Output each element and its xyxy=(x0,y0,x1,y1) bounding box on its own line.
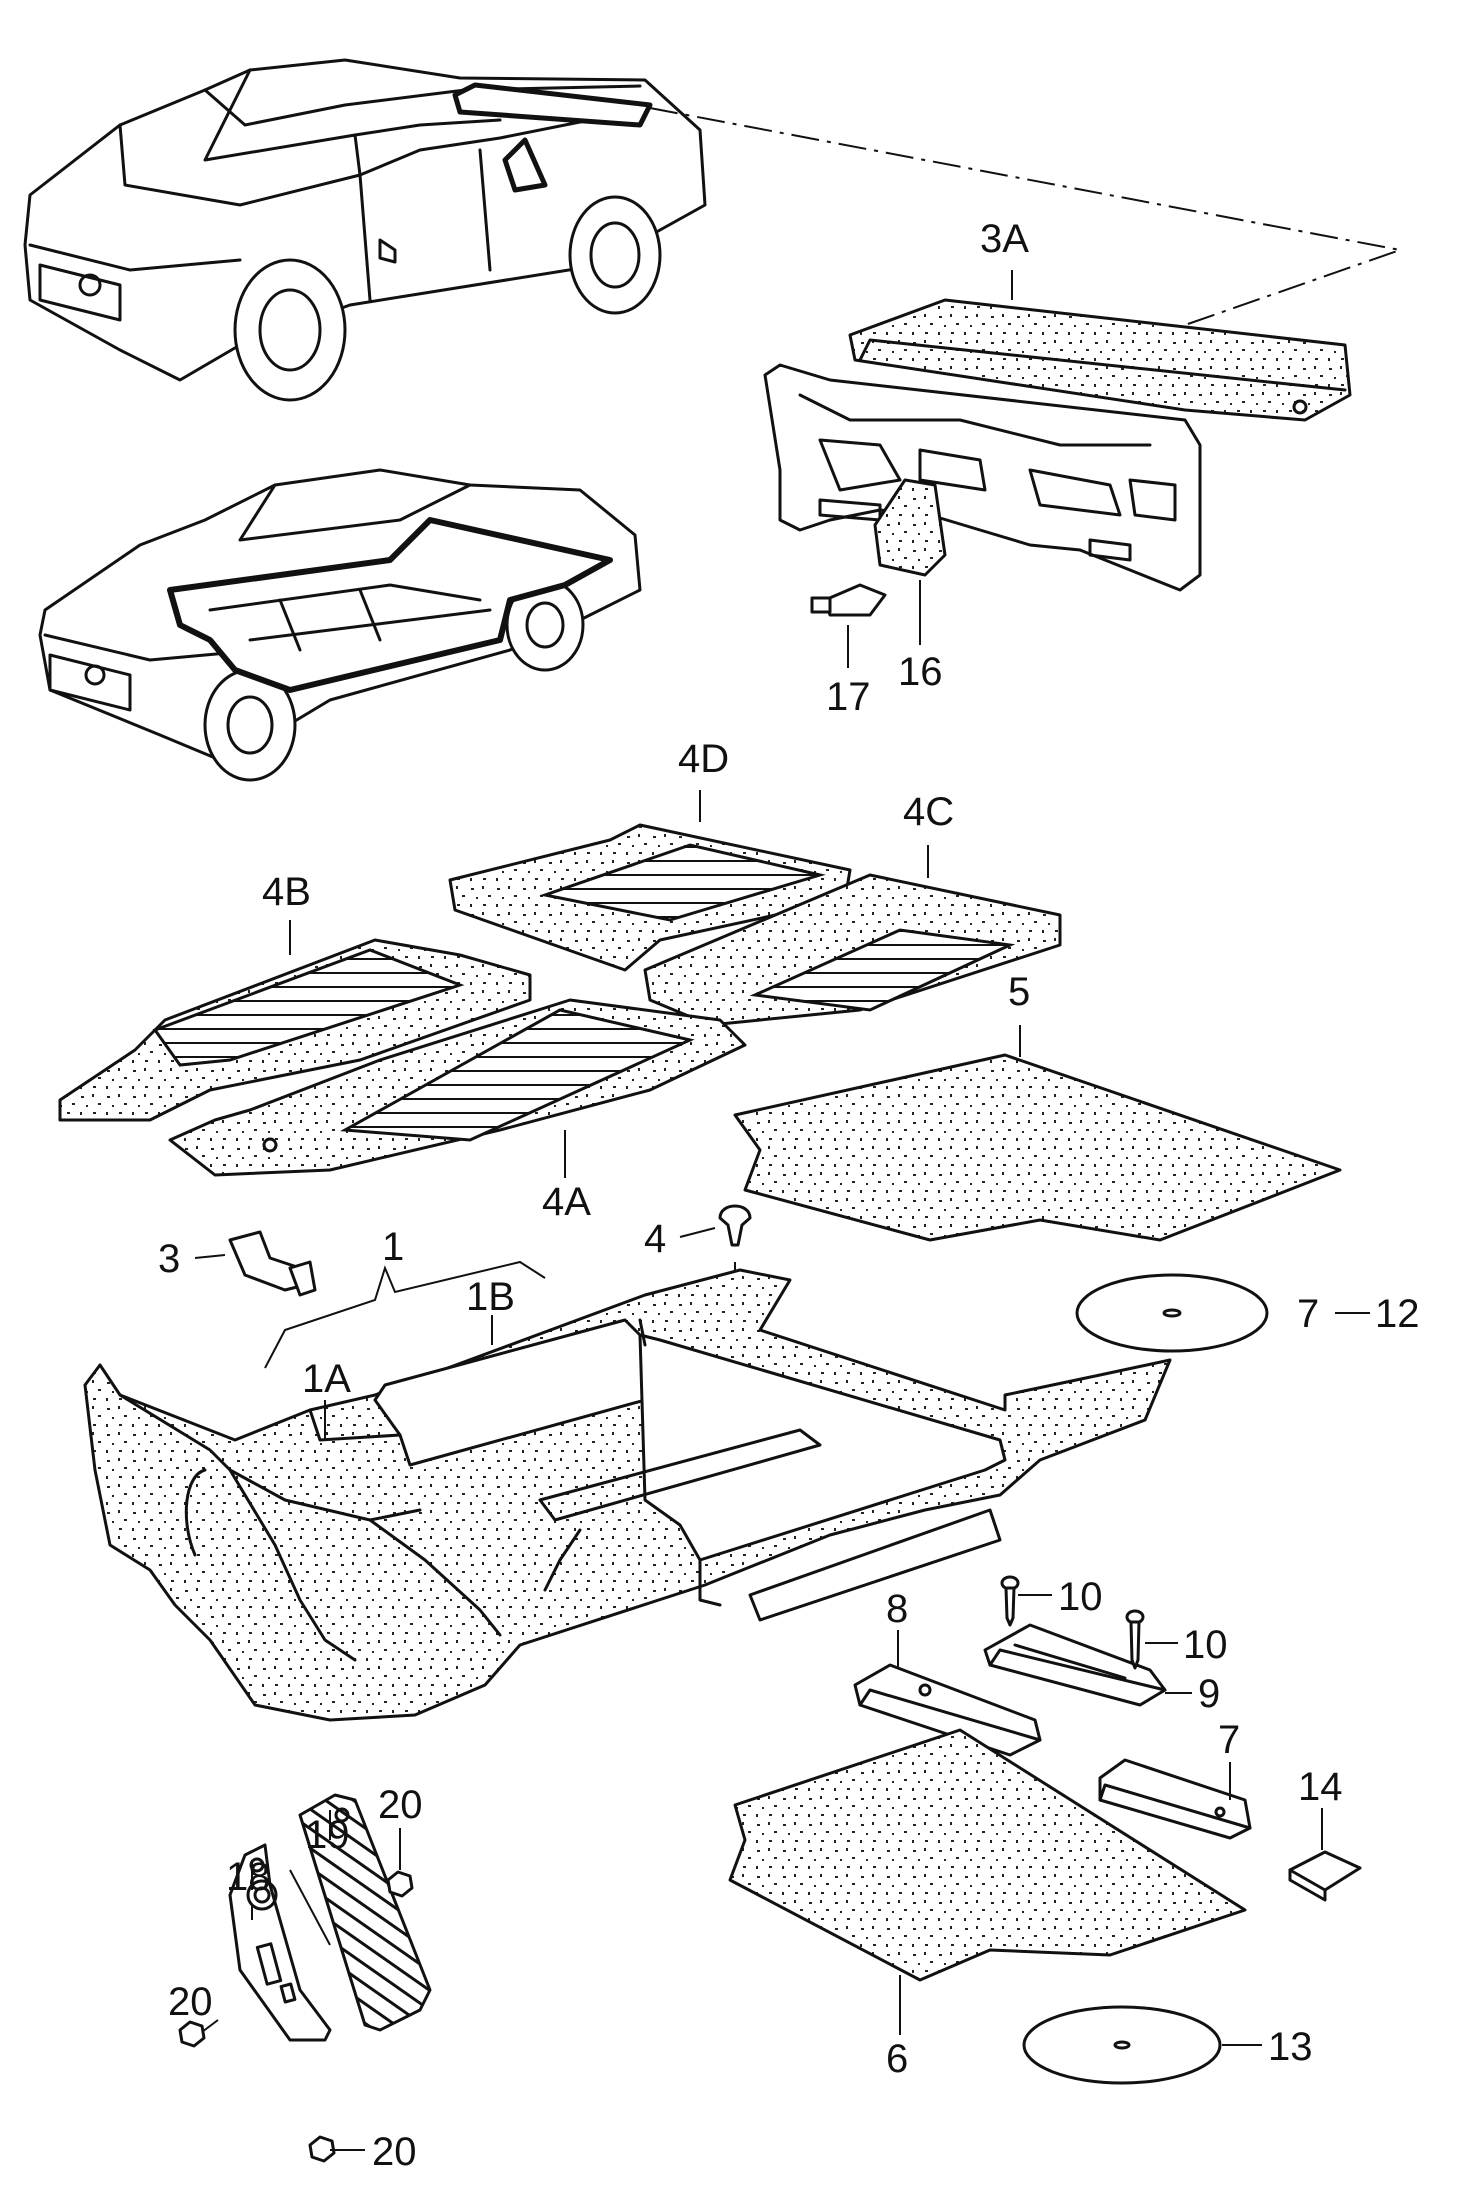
part-1-floor-carpet-main xyxy=(83,1268,1172,1722)
callout-19: 19 xyxy=(305,1813,350,1857)
callout-20-top: 20 xyxy=(378,1783,423,1827)
callout-20-bottom: 20 xyxy=(372,2130,417,2174)
part-4-clip xyxy=(718,1204,752,1247)
callout-1B: 1B xyxy=(466,1275,515,1319)
part-8-trim-strip xyxy=(853,1663,1042,1757)
part-4A-floor-mat xyxy=(168,998,747,1177)
callout-4B: 4B xyxy=(262,870,311,914)
part-4B-floor-mat xyxy=(58,938,532,1122)
callout-3A: 3A xyxy=(980,217,1029,261)
callout-5: 5 xyxy=(1008,970,1030,1014)
part-4C-floor-mat xyxy=(643,873,1062,1027)
part-3A-parcel-shelf-assembly xyxy=(763,298,1352,617)
callout-18: 18 xyxy=(226,1855,271,1899)
sedan-floor-illustration xyxy=(38,468,642,782)
part-20-nut-bottom xyxy=(308,2135,336,2163)
callout-1A: 1A xyxy=(302,1357,351,1401)
callout-7-lower: 7 xyxy=(1218,1718,1240,1762)
callout-9: 9 xyxy=(1198,1672,1220,1716)
callout-4: 4 xyxy=(644,1217,666,1261)
part-13-spare-wheel-pad xyxy=(1022,2005,1222,2085)
part-14-clip xyxy=(1288,1850,1362,1902)
callout-13: 13 xyxy=(1268,2025,1313,2069)
callout-17: 17 xyxy=(826,675,871,719)
callout-4A: 4A xyxy=(542,1180,591,1224)
part-10-screw-lower xyxy=(1125,1609,1145,1670)
callout-6: 6 xyxy=(886,2037,908,2081)
callout-12: 12 xyxy=(1375,1292,1420,1336)
callout-4D: 4D xyxy=(678,737,729,781)
callout-14: 14 xyxy=(1298,1765,1343,1809)
callout-4C: 4C xyxy=(903,790,954,834)
callout-3: 3 xyxy=(158,1237,180,1281)
callout-10-lower: 10 xyxy=(1183,1623,1228,1667)
callout-20-left: 20 xyxy=(168,1980,213,2024)
part-4D-floor-mat xyxy=(448,823,852,972)
part-6-luggage-mat xyxy=(728,1728,1247,1982)
part-3-bracket xyxy=(228,1230,317,1297)
callout-7-upper: 7 xyxy=(1297,1292,1319,1336)
part-20-nut-top xyxy=(386,1870,414,1898)
callout-8: 8 xyxy=(886,1587,908,1631)
sedan-overview-illustration xyxy=(23,58,707,402)
part-20-nut-left xyxy=(178,2020,206,2048)
callout-1: 1 xyxy=(382,1225,404,1269)
part-10-screw-upper xyxy=(1000,1575,1020,1627)
part-7-12-spare-wheel-pad xyxy=(1075,1273,1269,1353)
part-18-pedal-bracket xyxy=(228,1843,332,2042)
callout-16: 16 xyxy=(898,650,943,694)
part-19-pedal-pad xyxy=(298,1793,432,2032)
callout-10-upper: 10 xyxy=(1058,1575,1103,1619)
part-9-cover-plate xyxy=(983,1623,1167,1707)
part-5-insulation-mat xyxy=(733,1053,1342,1242)
part-7-trim-cover xyxy=(1098,1758,1252,1840)
